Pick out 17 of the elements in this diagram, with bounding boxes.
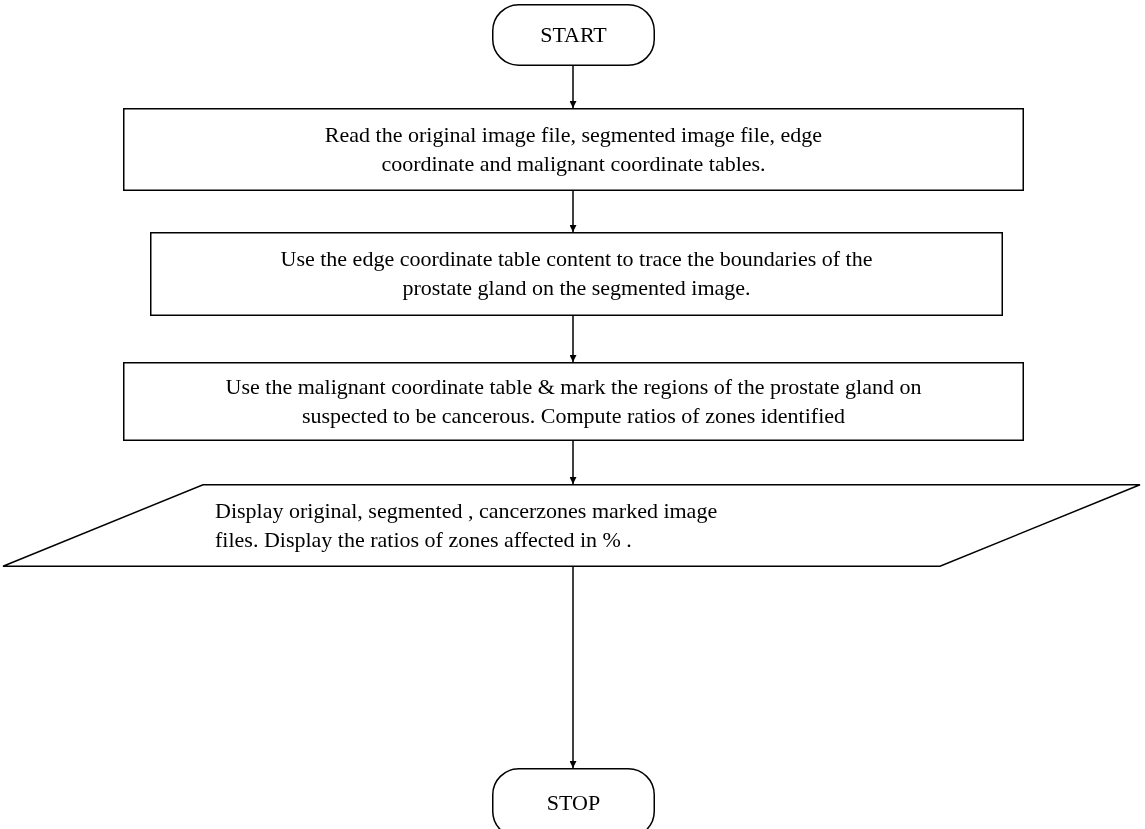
step-text: Read the original image file, segmented image file, edge coordinate and malignant coordinate tables.: [323, 120, 824, 178]
step-text: STOP: [546, 788, 601, 817]
terminator-shape: [492, 768, 655, 829]
process-box: [123, 362, 1024, 441]
step-text: START: [540, 20, 607, 49]
input-output-parallelogram: [3, 484, 1140, 567]
step-text: Use the edge coordinate table content to trace the boundaries of the prostate gland on the segmented image.: [280, 245, 873, 302]
arrow: [569, 190, 577, 233]
arrow: [569, 65, 577, 109]
arrow: [569, 440, 577, 485]
process-box: [123, 108, 1024, 191]
step-text: Display original, segmented , cancerzones marked image files. Display the ratios of zones affected in % .: [215, 496, 719, 554]
arrow: [569, 315, 577, 363]
process-box: [150, 232, 1003, 316]
arrow: [569, 566, 577, 769]
step-text: Use the malignant coordinate table & mark the regions of the prostate gland on suspected to be cancerous. Compute ratios of zones identified: [224, 372, 923, 430]
terminator-shape: [492, 4, 655, 66]
